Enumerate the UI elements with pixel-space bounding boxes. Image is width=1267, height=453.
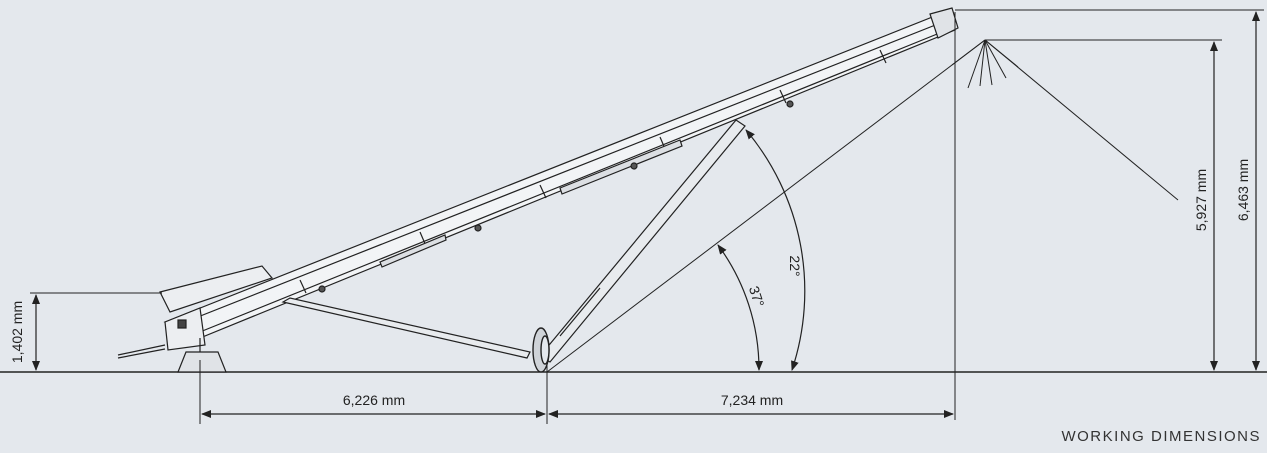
support-distance-label: 6,226 mm [343, 392, 405, 408]
discharge-height-label: 5,927 mm [1193, 169, 1209, 231]
feed-height-label: 1,402 mm [9, 301, 25, 363]
overall-height-label: 6,463 mm [1235, 159, 1251, 221]
feed-hopper [159, 265, 274, 351]
lower-strut [281, 297, 531, 359]
angle-arc-22 [745, 129, 806, 371]
tail-stand [117, 338, 227, 373]
conveyor-angle-label: 22° [787, 255, 803, 276]
discharge-spread [951, 9, 1264, 201]
strut-angle-label: 37° [746, 284, 768, 309]
diagram-caption: WORKING DIMENSIONS [1061, 428, 1261, 445]
discharge-reach-label: 7,234 mm [721, 392, 783, 408]
conveyor-boom [163, 7, 959, 339]
wheel [532, 327, 550, 373]
angle-arc-37 [717, 244, 764, 371]
